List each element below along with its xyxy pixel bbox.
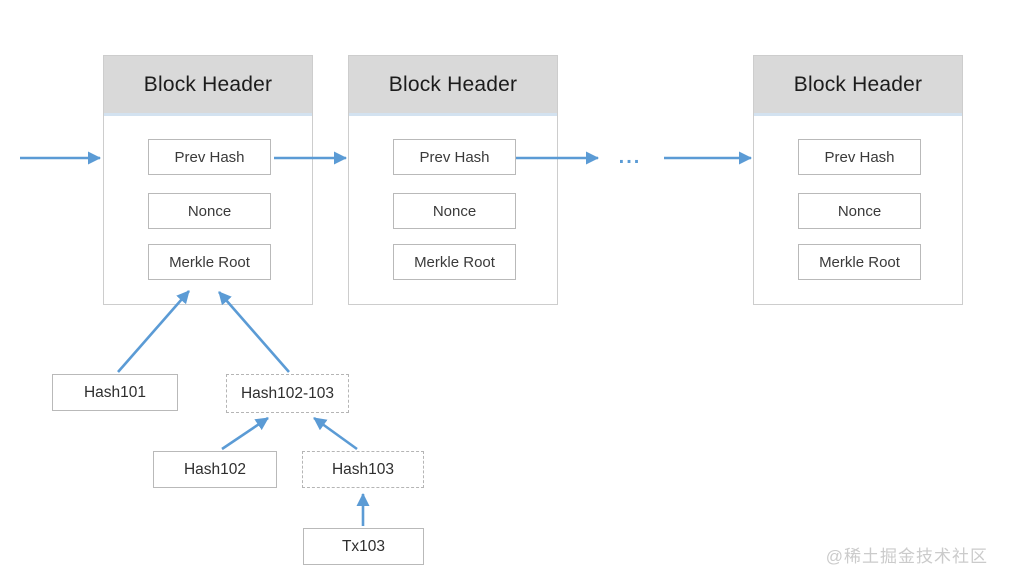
merkle-root-box: Merkle Root — [148, 244, 271, 280]
tree-node-hash103: Hash103 — [302, 451, 424, 488]
merkle-root-box: Merkle Root — [393, 244, 516, 280]
block-header-card-1: Block Header Prev Hash Nonce Merkle Root — [103, 55, 313, 305]
block-title: Block Header — [104, 56, 312, 116]
prev-hash-box: Prev Hash — [393, 139, 516, 175]
arrow-hash103-to-hash102-103 — [313, 416, 358, 451]
watermark: @稀土掘金技术社区 — [825, 547, 988, 566]
arrow-hash102-to-hash102-103 — [221, 416, 269, 451]
nonce-box: Nonce — [148, 193, 271, 229]
chain-ellipsis: ... — [619, 146, 642, 168]
block-header-card-3: Block Header Prev Hash Nonce Merkle Root — [753, 55, 963, 305]
prev-hash-box: Prev Hash — [148, 139, 271, 175]
block-title: Block Header — [754, 56, 962, 116]
nonce-box: Nonce — [393, 193, 516, 229]
tree-node-tx103: Tx103 — [303, 528, 424, 565]
block-title: Block Header — [349, 56, 557, 116]
tree-node-hash102: Hash102 — [153, 451, 277, 488]
tree-node-hash102-103: Hash102-103 — [226, 374, 349, 413]
tree-node-hash101: Hash101 — [52, 374, 178, 411]
block-header-card-2: Block Header Prev Hash Nonce Merkle Root — [348, 55, 558, 305]
merkle-root-box: Merkle Root — [798, 244, 921, 280]
prev-hash-box: Prev Hash — [798, 139, 921, 175]
nonce-box: Nonce — [798, 193, 921, 229]
